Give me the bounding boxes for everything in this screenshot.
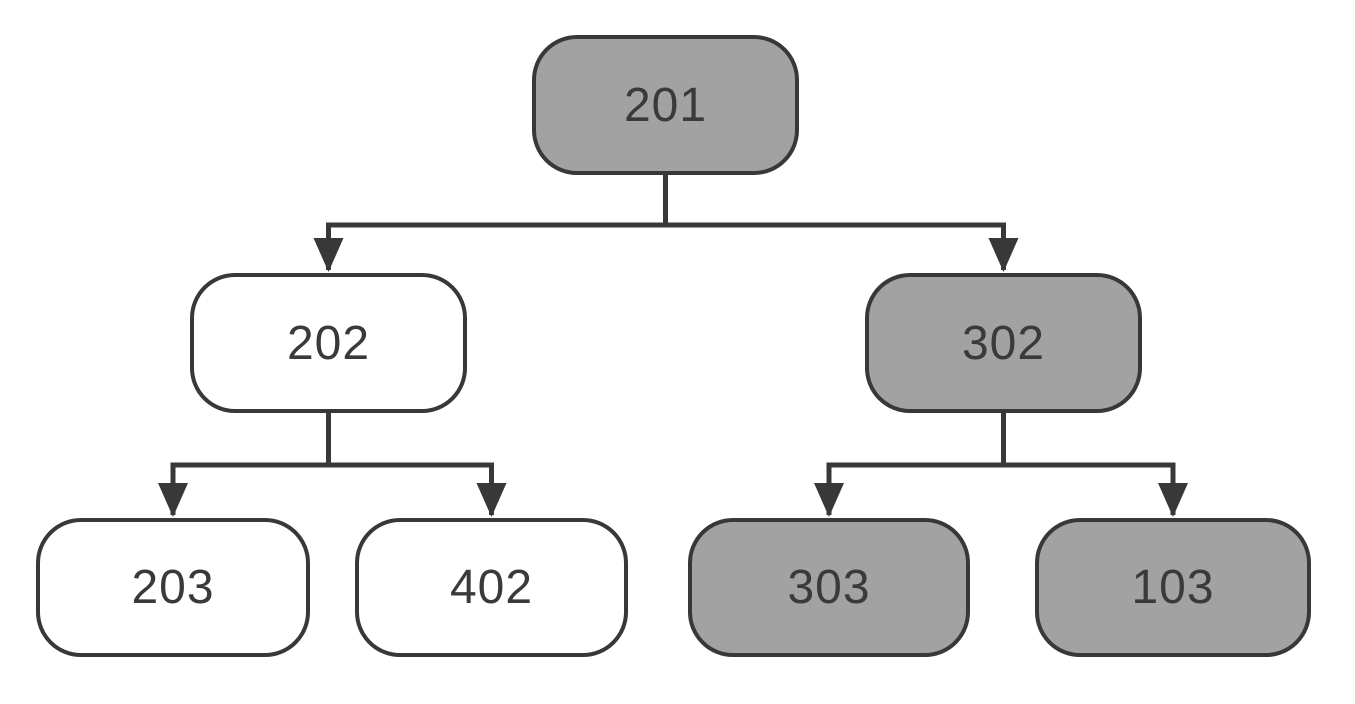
tree-node-203: 203 — [36, 518, 310, 657]
tree-node-302: 302 — [865, 273, 1142, 413]
edge-201-302 — [663, 174, 1019, 272]
edge-202-402 — [326, 412, 507, 517]
edge-202-203 — [158, 412, 331, 517]
edge-302-103 — [1001, 412, 1188, 517]
edge-302-303 — [814, 412, 1006, 517]
tree-node-202: 202 — [190, 273, 467, 413]
node-label: 302 — [961, 316, 1046, 370]
node-label: 103 — [1131, 561, 1215, 614]
tree-node-402: 402 — [355, 518, 628, 657]
node-label: 203 — [131, 561, 215, 614]
node-label: 202 — [286, 316, 371, 370]
edge-201-202 — [313, 174, 668, 272]
tree-node-201: 201 — [532, 35, 799, 175]
node-label: 201 — [623, 78, 708, 132]
tree-node-303: 303 — [688, 518, 970, 657]
tree-node-103: 103 — [1035, 518, 1311, 657]
node-label: 402 — [449, 561, 534, 614]
node-label: 303 — [787, 561, 871, 614]
